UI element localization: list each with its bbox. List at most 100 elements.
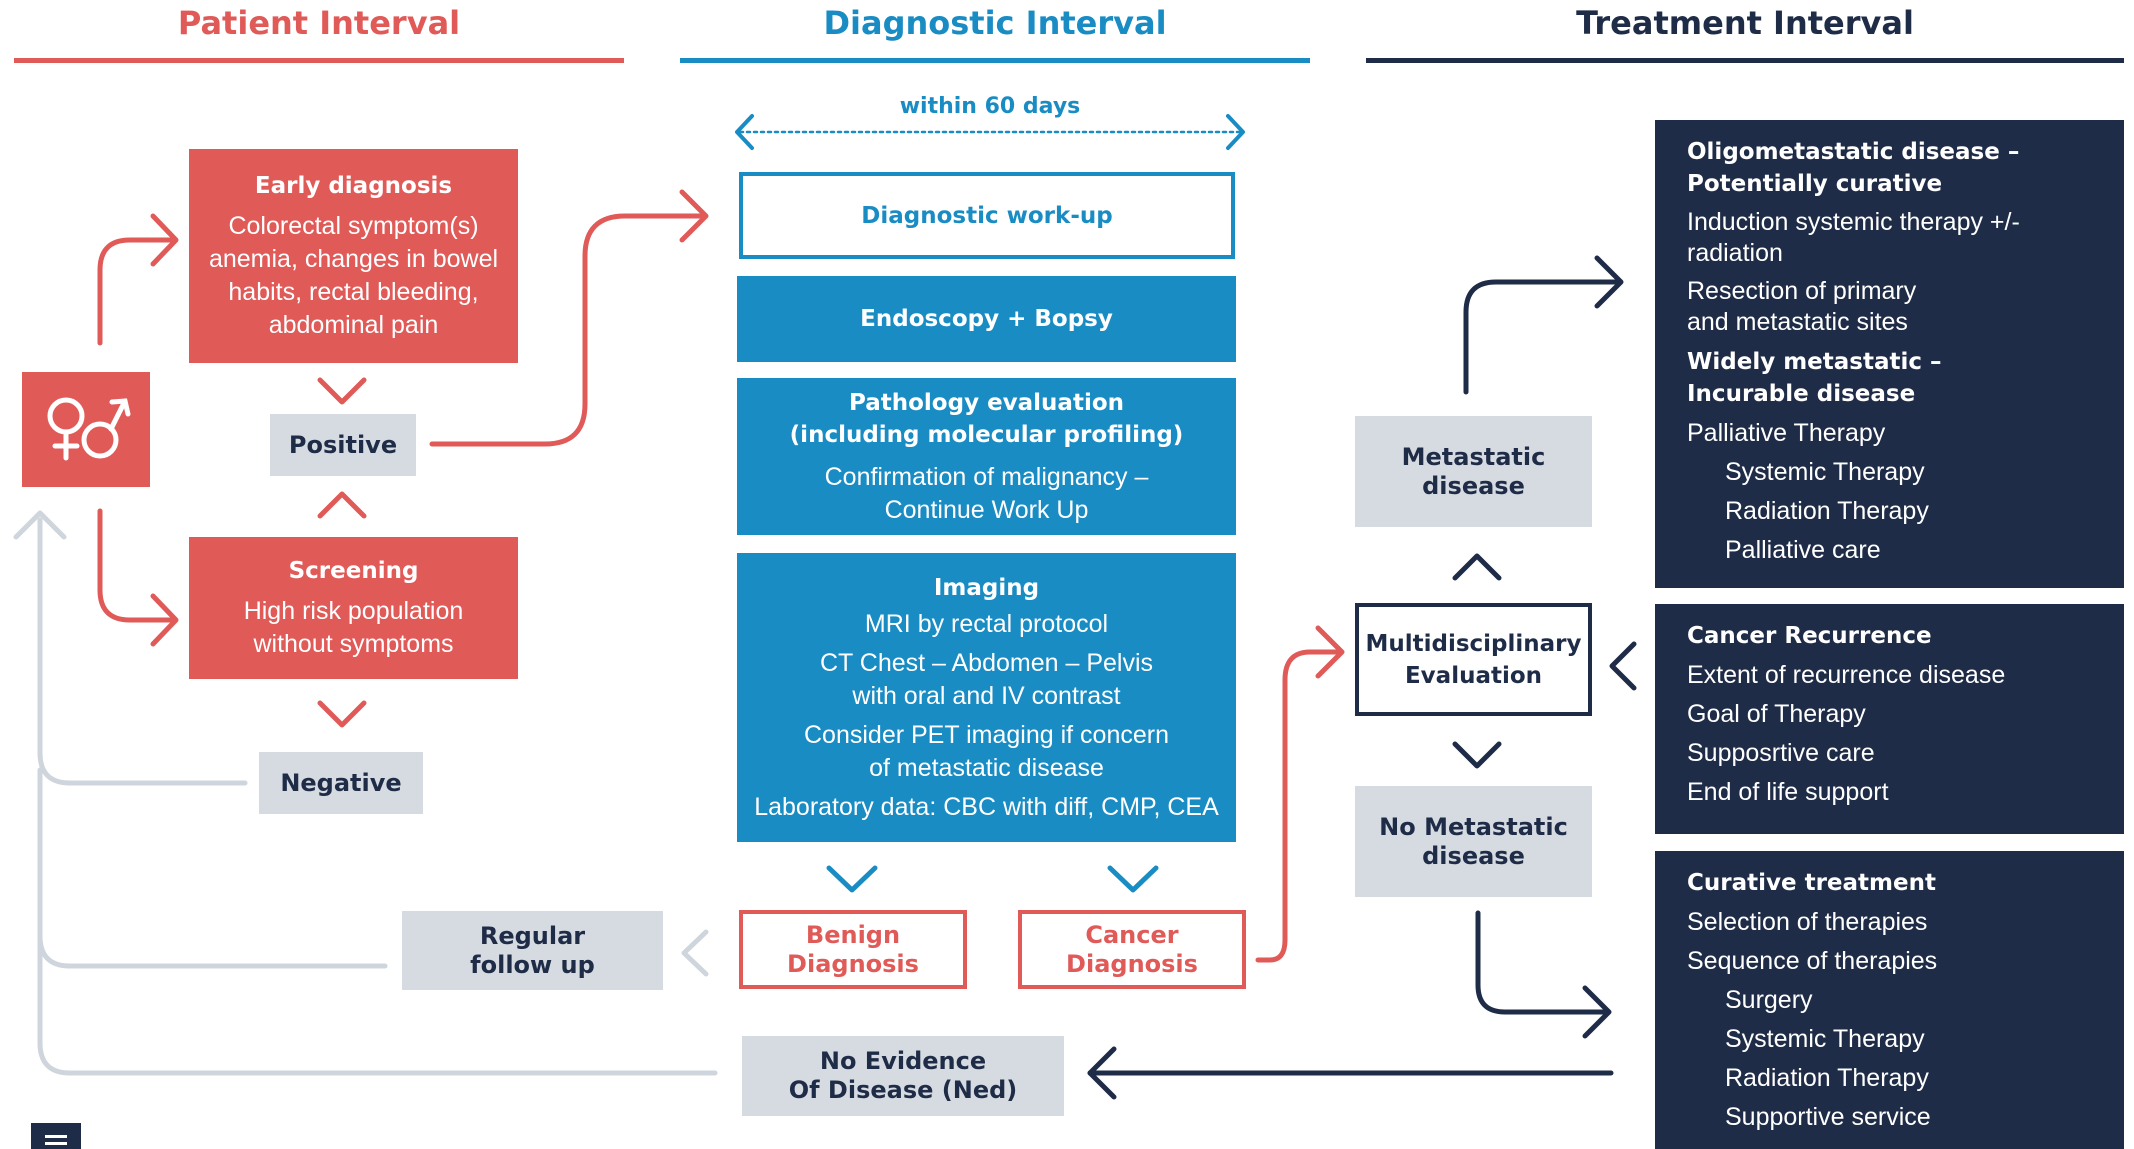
gender-to-screening-arrowhead [150,593,179,647]
early-down-chevron [317,377,367,405]
panel-item: Supposrtive care [1687,739,1875,767]
panel-heading: Potentially curative [1687,171,1943,197]
panel-subitem: Radiation Therapy [1725,497,1929,525]
benign-diagnosis-line: Diagnosis [787,949,919,978]
mdt-up-chevron [1452,553,1502,581]
within-60-days-right-arrowhead [1226,114,1245,150]
screening-box: Screening High risk population without s… [189,537,518,679]
gender-symbols-icon [22,372,150,487]
metastatic-to-panel-arrow [1463,279,1618,395]
gender-to-early-arrow [97,237,175,346]
benign-to-follow-up-chevron [681,929,709,977]
pathology-title: Pathology evaluation [848,389,1125,416]
ned-line: No Evidence [819,1047,987,1075]
positive-label: Positive [288,430,398,459]
multidisciplinary-evaluation-box: Multidisciplinary Evaluation [1355,603,1592,716]
within-60-days-left-arrowhead [735,114,754,150]
imaging-line: Consider PET imaging if concern [804,720,1169,749]
panel-subitem: Systemic Therapy [1725,1025,1925,1053]
panel-item: Induction systemic therapy +/-radiation [1687,208,2020,267]
metastatic-disease-line: Metastatic [1401,442,1546,471]
header-diagnostic-interval: Diagnostic Interval [823,4,1167,42]
metastatic-treatment-panel: Oligometastatic disease – Potentially cu… [1655,120,2124,588]
cancer-diagnosis-line: Cancer [1085,920,1179,949]
patient-interval-rule [14,58,624,63]
cancer-diagnosis-box: Cancer Diagnosis [1018,910,1246,989]
endoscopy-box: Endoscopy + Bopsy [737,276,1236,362]
treatment-to-ned-arrowhead [1087,1046,1117,1100]
negative-label: Negative [280,768,402,797]
panel-item: Palliative Therapy [1687,419,1886,447]
endoscopy-label: Endoscopy + Bopsy [860,306,1113,332]
cancer-to-mdt-arrowhead [1315,625,1345,679]
panel-subitem: Systemic Therapy [1725,458,1925,486]
early-diagnosis-title: Early diagnosis [254,173,453,199]
regular-follow-up-line: Regular [479,921,586,950]
within-60-days-label: within 60 days [899,94,1081,119]
treatment-interval-rule [1366,58,2124,63]
curative-treatment-panel: Curative treatment Selection of therapie… [1655,851,2124,1149]
benign-diagnosis-line: Benign [805,920,901,949]
diagnostic-workup-label: Diagnostic work-up [861,202,1113,229]
female-male-icon [47,397,131,460]
panel-heading: Curative treatment [1687,870,1936,896]
cancer-down-chevron [1107,865,1159,893]
panel-item: Extent of recurrence disease [1687,661,2006,689]
panel-heading: Cancer Recurrence [1687,623,1932,649]
metastatic-disease-box: Metastatic disease [1355,416,1592,527]
diagnostic-workup-box: Diagnostic work-up [739,172,1235,259]
cancer-diagnosis-line: Diagnosis [1066,949,1198,978]
panel-item: Goal of Therapy [1687,700,1866,728]
early-diagnosis-line: Colorectal symptom(s) [228,212,479,240]
panel-subitem: Radiation Therapy [1725,1064,1929,1092]
mdt-down-chevron [1452,741,1502,769]
cancer-to-mdt-arrow [1255,649,1341,963]
pathology-line: Continue Work Up [884,495,1089,524]
multidisciplinary-line: Evaluation [1404,662,1543,689]
benign-diagnosis-box: Benign Diagnosis [739,910,967,989]
imaging-title: Imaging [933,574,1040,601]
screening-line: High risk population [243,597,464,625]
gender-to-screening-arrow [97,508,175,623]
multidisciplinary-line: Multidisciplinary [1365,630,1582,657]
negative-return-line [37,517,248,786]
positive-to-workup-arrowhead [679,189,709,243]
regular-follow-up-line: follow up [470,950,595,979]
metastatic-to-panel-arrowhead [1594,255,1624,309]
pathology-title: (including molecular profiling) [789,421,1184,448]
regular-follow-up-box: Regular follow up [402,911,663,990]
no-metastatic-line: No Metastatic [1379,812,1568,841]
negative-box: Negative [259,752,423,814]
screening-up-chevron [317,491,367,519]
early-diagnosis-line: abdominal pain [268,311,439,339]
recurrence-to-mdt-chevron [1609,641,1637,691]
imaging-line: MRI by rectal protocol [864,609,1109,638]
panel-item: End of life support [1687,778,1889,806]
benign-down-chevron [826,865,878,893]
menu-icon-bar [45,1142,67,1145]
cancer-recurrence-panel: Cancer Recurrence Extent of recurrence d… [1655,604,2124,834]
early-diagnosis-line: habits, rectal bleeding, [228,278,479,306]
panel-item: Sequence of therapies [1687,947,1938,975]
menu-icon[interactable] [31,1123,81,1149]
ned-box: No Evidence Of Disease (Ned) [742,1036,1064,1116]
pathology-box: Pathology evaluation (including molecula… [737,378,1236,535]
panel-heading: Widely metastatic – [1687,349,1942,375]
imaging-line: Laboratory data: CBC with diff, CMP, CEA [754,792,1219,821]
panel-subitem: Supportive service [1725,1103,1931,1131]
diagnostic-interval-rule [680,58,1310,63]
ned-line: Of Disease (Ned) [788,1076,1018,1104]
panel-subitem: Surgery [1725,986,1813,1014]
return-arrowhead [13,510,67,540]
panel-item: Selection of therapies [1687,908,1928,936]
panel-heading: Oligometastatic disease – [1687,139,2020,165]
panel-heading: Incurable disease [1687,381,1916,407]
header-treatment-interval: Treatment Interval [1576,4,1914,42]
menu-icon-bar [45,1135,67,1138]
screening-down-chevron [317,700,367,728]
imaging-line: of metastatic disease [869,753,1104,782]
early-diagnosis-box: Early diagnosis Colorectal symptom(s) an… [189,149,518,363]
panel-subitem: Palliative care [1725,536,1881,564]
